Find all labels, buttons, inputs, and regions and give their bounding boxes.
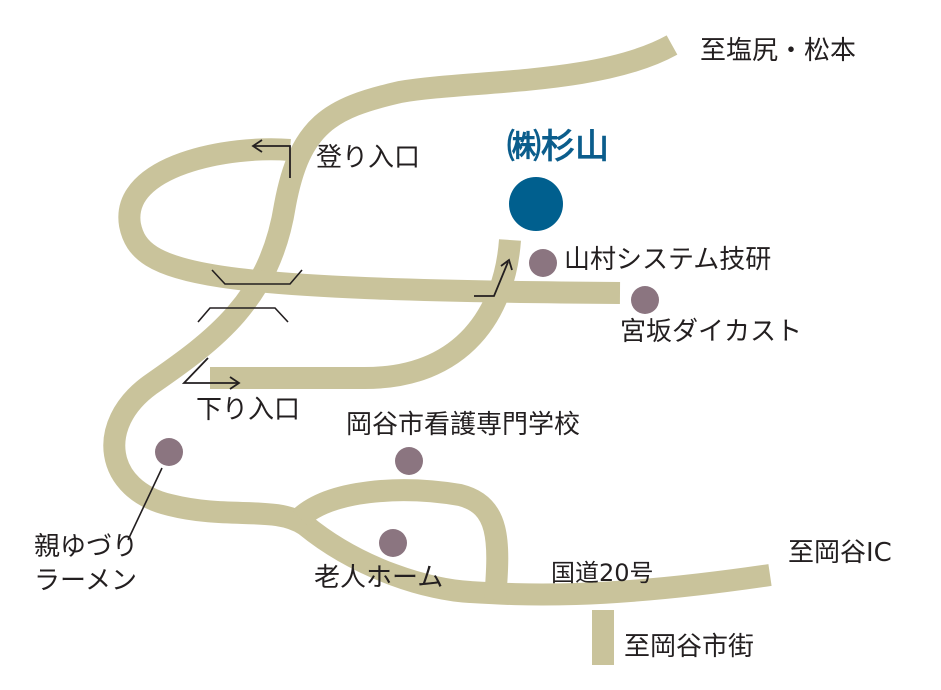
nursing-school-marker [395, 447, 423, 475]
up-entrance-loop [118, 138, 621, 304]
national-route-20 [103, 35, 772, 606]
down-entrance-arrow [181, 357, 238, 384]
overpass-top [211, 269, 303, 285]
overpass-marks [197, 269, 303, 323]
destination-okaya-ic: 至岡谷IC [788, 538, 892, 568]
down-entrance-arrowhead [229, 376, 241, 390]
ramen-label: 親ゆづり ラーメン [34, 531, 138, 599]
elderly-home-label: 老人ホーム [314, 563, 444, 593]
destination-okaya-city: 至岡谷市街 [624, 632, 755, 662]
entrance-arrows [181, 139, 513, 390]
up-entrance-label: 登り入口 [316, 143, 421, 173]
ramen-marker [155, 438, 183, 466]
miyasaka-marker [631, 286, 659, 314]
company-name: ㈱杉山 [507, 127, 609, 167]
up-entrance-arrow [254, 145, 291, 178]
yamamura-turn-arrowhead [500, 258, 513, 271]
up-entrance-arrowhead [251, 139, 263, 153]
yamamura-turn-arrow [474, 261, 509, 297]
overpass-bottom [197, 307, 289, 323]
local-loop [292, 479, 509, 601]
down-entrance-label: 下り入口 [196, 395, 301, 425]
miyasaka-label: 宮坂ダイカスト [620, 317, 803, 347]
nursing-school-label: 岡谷市看護専門学校 [346, 410, 581, 440]
down-entrance-ramp [210, 239, 521, 390]
destination-shiojiri: 至塩尻・松本 [700, 36, 857, 66]
landmark-markers [155, 249, 659, 557]
ramen-leader-line [127, 467, 163, 541]
ramen-label-line2: ラーメン [34, 565, 137, 596]
ramen-label-line1: 親ゆづり [34, 532, 139, 562]
yamamura-marker [529, 249, 557, 277]
route-20-label: 国道20号 [551, 559, 654, 587]
yamamura-label: 山村システム技研 [564, 245, 772, 275]
elderly-home-marker [379, 529, 407, 557]
company-location-marker [509, 177, 563, 231]
